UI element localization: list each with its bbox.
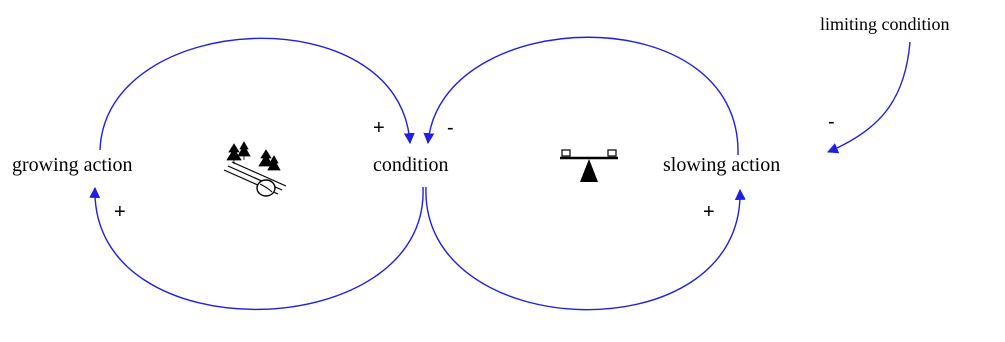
node-condition: condition bbox=[373, 154, 449, 176]
link-condition-to-slowing bbox=[425, 186, 746, 311]
polarity-condition-to-slowing: + bbox=[703, 201, 715, 223]
polarity-limiting-to-slowing: - bbox=[828, 111, 835, 133]
node-limiting-condition: limiting condition bbox=[820, 14, 950, 34]
node-growing-action: growing action bbox=[12, 154, 133, 176]
polarity-slowing-to-condition: - bbox=[447, 117, 454, 139]
polarity-growing-to-condition: + bbox=[373, 117, 385, 139]
link-slowing-to-condition bbox=[423, 36, 739, 156]
snowball-icon bbox=[223, 141, 287, 197]
polarity-condition-to-growing: + bbox=[114, 201, 126, 223]
link-growing-to-condition bbox=[99, 37, 415, 151]
balance-scale-icon bbox=[560, 149, 618, 182]
link-limiting-to-slowing bbox=[826, 41, 911, 154]
link-condition-to-growing bbox=[89, 186, 424, 311]
node-slowing-action: slowing action bbox=[663, 154, 780, 176]
